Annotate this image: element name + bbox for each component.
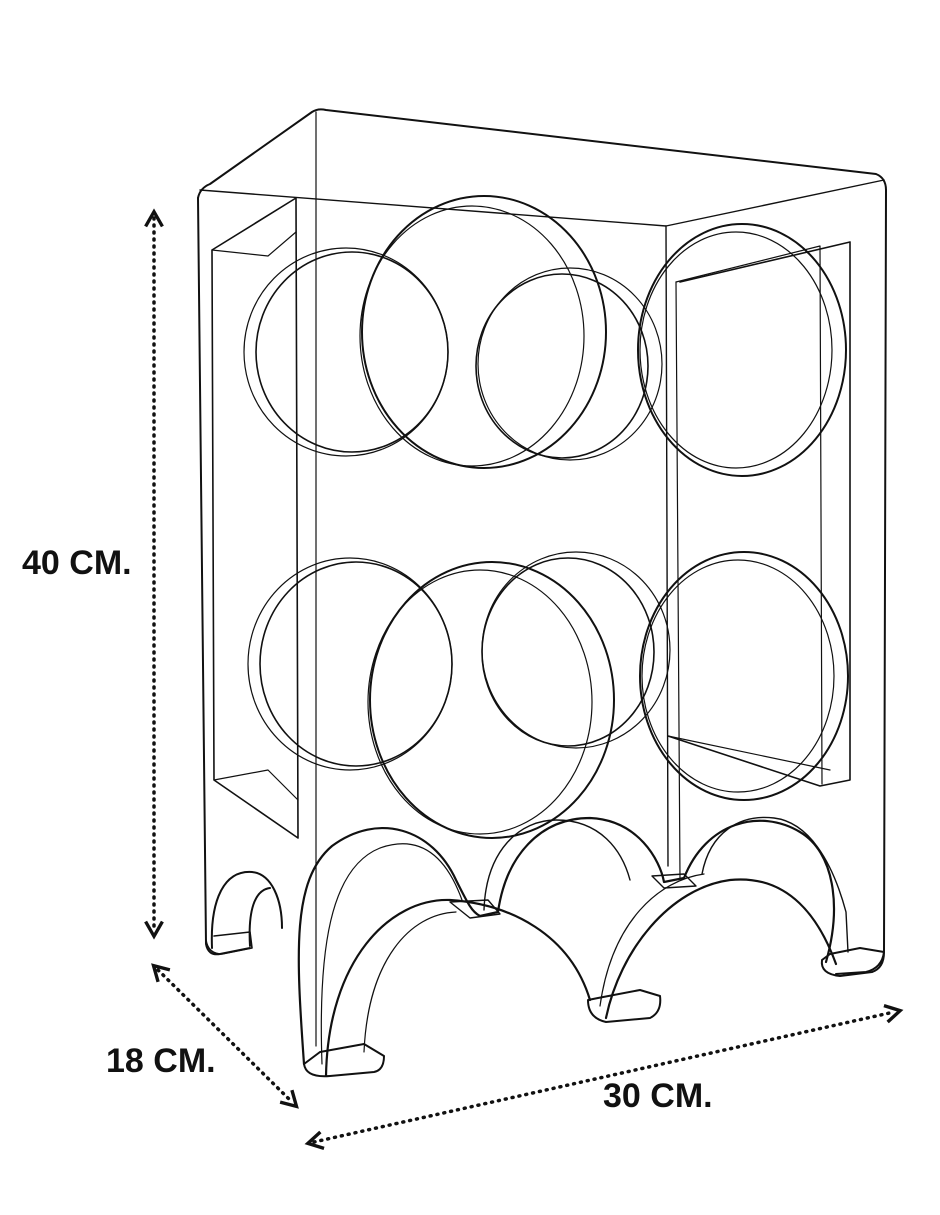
foot-back-right [820,947,885,977]
left-window [211,197,299,839]
bottle-hole-bottom-middle [481,551,671,749]
rack-left-side [197,197,251,956]
bottle-hole-top-middle [475,267,663,461]
width-dimension-line [304,1004,904,1150]
front-arch-outer [297,816,835,1066]
bottle-holes [243,195,849,839]
right-window [667,241,851,787]
foot-front-left [303,1043,385,1078]
front-arch-inner [320,843,705,1065]
depth-label: 18 CM. [106,1042,216,1080]
rack-arches [205,816,885,1078]
front-arch-lower [324,878,838,1078]
bottle-hole-top-center [359,195,607,469]
back-arch-right [701,816,849,953]
depth-dimension-line [151,963,299,1109]
foot-front-middle [587,989,662,1023]
foot-back-left [205,931,253,955]
bottle-hole-top-right [637,223,847,477]
bottle-hole-bottom-right [639,551,849,801]
back-arch-left [210,870,283,949]
foot-right-top [651,873,697,889]
foot-center-top [449,899,501,919]
rack-top-front-edge [199,179,885,227]
bottle-hole-bottom-left [247,557,453,771]
bottle-hole-top-left [243,247,449,457]
back-arch-middle [483,819,631,911]
width-label: 30 CM. [603,1077,713,1115]
bottle-hole-bottom-center [367,561,615,839]
rack-front-post [665,225,669,867]
rack-top-back-edge [197,108,887,199]
rack-right-side [835,189,887,975]
dimension-lines [144,208,904,1150]
height-label: 40 CM. [22,544,132,582]
rack-frame [197,108,887,1047]
